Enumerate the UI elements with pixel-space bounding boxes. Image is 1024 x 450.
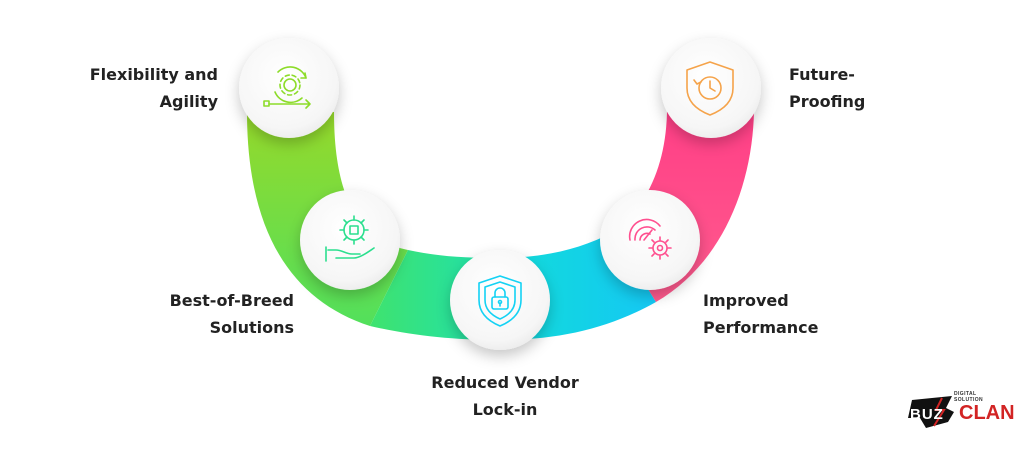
label-reduced-lockin: Reduced Vendor Lock-in [415,369,595,423]
node-best-of-breed [300,190,400,290]
label-reduced-lockin-line1: Reduced Vendor [431,373,579,392]
label-best-of-breed-line2: Solutions [209,318,294,337]
label-best-of-breed: Best-of-Breed Solutions [130,287,294,341]
label-improved-performance: Improved Performance [703,287,863,341]
node-improved-performance [600,190,700,290]
buzzclan-logo: DIGITAL SOLUTION BUZ CLAN [906,388,1015,432]
label-flexibility-line1: Flexibility and [89,65,218,84]
label-future-proofing: Future- Proofing [789,61,909,115]
label-improved-performance-line1: Improved [703,291,789,310]
gauge-gear-icon [628,218,672,260]
node-future-proofing [661,38,761,138]
gear-cycle-icon [263,66,311,109]
shield-lock-icon [478,275,522,327]
label-reduced-lockin-line2: Lock-in [472,400,538,419]
logo-tagline: DIGITAL SOLUTION [954,391,984,403]
label-flexibility-line2: Agility [159,92,218,111]
logo-text-left: BUZ [910,406,944,423]
node-reduced-lockin [450,250,550,350]
label-flexibility: Flexibility and Agility [60,61,218,115]
hand-puzzle-gear-icon [325,215,375,262]
label-future-proofing-line1: Future- [789,65,855,84]
label-best-of-breed-line1: Best-of-Breed [169,291,294,310]
logo-text-right: CLAN [959,402,1015,424]
node-flexibility [239,38,339,138]
label-future-proofing-line2: Proofing [789,92,866,111]
shield-clock-icon [686,61,734,116]
label-improved-performance-line2: Performance [703,318,819,337]
